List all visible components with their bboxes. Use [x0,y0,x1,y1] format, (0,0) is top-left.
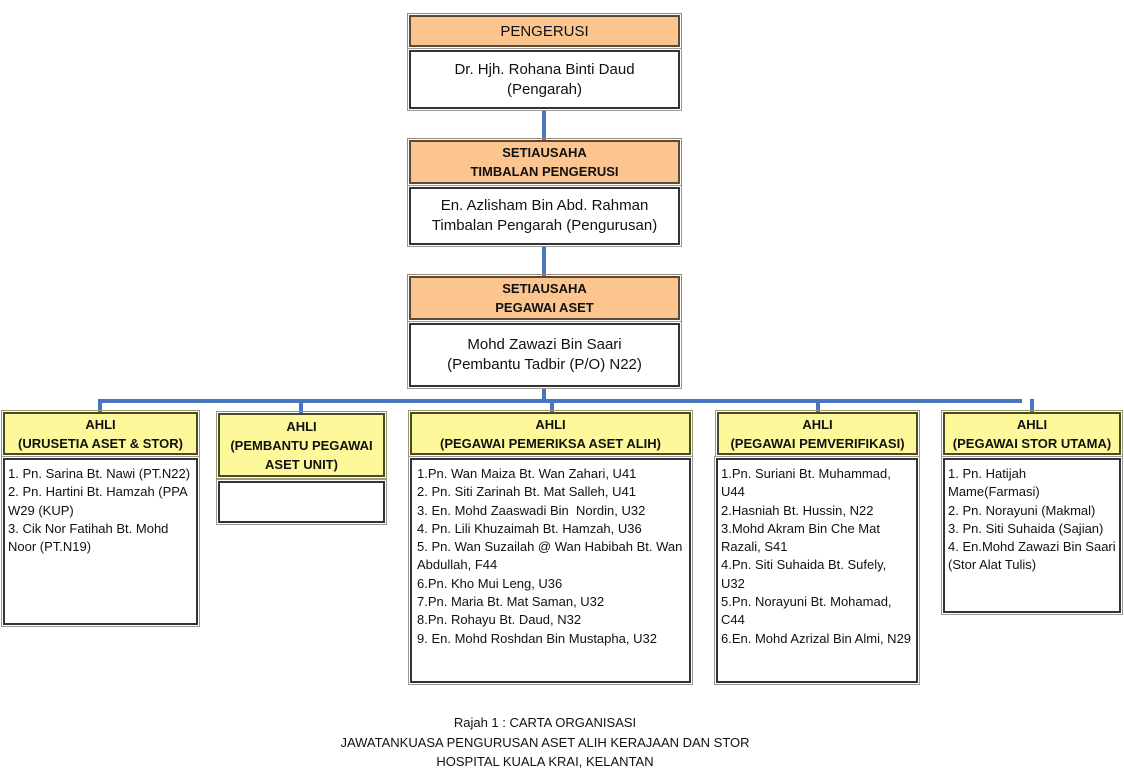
asset-officer-name: Mohd Zawazi Bin Saari [467,336,622,353]
member-3-item: 4. Pn. Lili Khuzaimah Bt. Hamzah, U36 [417,520,642,536]
deputy-title-line1: SETIAUSAHA [502,145,587,160]
member-4-title-line2: (PEGAWAI PEMVERIFIKASI) [730,435,905,451]
member-3-item: 6.Pn. Kho Mui Leng, U36 [417,575,563,591]
member-1-item: 2. Pn. Hartini Bt. Hamzah (PPA W29 (KUP) [8,484,187,518]
member-2-title-box: AHLI (PEMBANTU PEGAWAI ASET UNIT) [216,411,387,479]
chairman-name: Dr. Hjh. Rohana Binti Daud [454,60,635,78]
member-5-list: 1. Pn. Hatijah Mame(Farmasi) 2. Pn. Nora… [941,456,1123,615]
member-4-item: 5.Pn. Norayuni Bt. Mohamad, C44 [721,594,892,628]
member-5-title-line1: AHLI [1016,416,1048,432]
member-1-item: 3. Cik Nor Fatihah Bt. Mohd Noor (PT.N19… [8,520,169,555]
member-5-title-line2: (PEGAWAI STOR UTAMA) [952,435,1112,451]
member-3-item: 7.Pn. Maria Bt. Mat Saman, U32 [417,594,605,610]
deputy-name: En. Azlisham Bin Abd. Rahman [440,197,649,214]
member-4-item: 1.Pn. Suriani Bt. Muhammad, U44 [721,466,891,500]
member-2-title-line1: AHLI [286,418,317,434]
member-2-title-line2: (PEMBANTU PEGAWAI ASET UNIT) [230,437,373,472]
caption-line-3: HOSPITAL KUALA KRAI, KELANTAN [436,754,654,769]
member-4-item: 2.Hasniah Bt. Hussin, N22 [721,502,874,518]
asset-officer-title-line2: PEGAWAI ASET [495,300,594,315]
member-5-item: 4. En.Mohd Zawazi Bin Saari (Stor Alat T… [948,539,1116,573]
member-3-title-box: AHLI (PEGAWAI PEMERIKSA ASET ALIH) [408,410,693,457]
caption-line-2: JAWATANKUASA PENGURUSAN ASET ALIH KERAJA… [340,734,750,750]
member-5-title-box: AHLI (PEGAWAI STOR UTAMA) [941,410,1123,457]
member-3-list: 1.Pn. Wan Maiza Bt. Wan Zahari, U41 2. P… [408,456,693,685]
member-4-title-box: AHLI (PEGAWAI PEMVERIFIKASI) [715,410,920,457]
member-3-title-line1: AHLI [535,416,566,432]
asset-officer-title-box: SETIAUSAHA PEGAWAI ASET [407,274,682,322]
member-1-title-line1: AHLI [85,416,116,432]
connector-member-3 [550,399,554,412]
member-1-list: 1. Pn. Sarina Bt. Nawi (PT.N22) 2. Pn. H… [1,456,200,627]
deputy-title-line2: TIMBALAN PENGERUSI [470,164,619,179]
member-2-list [216,479,387,525]
caption-line-1: Rajah 1 : CARTA ORGANISASI [453,715,637,730]
asset-officer-position: (Pembantu Tadbir (P/O) N22) [447,356,642,373]
deputy-box: En. Azlisham Bin Abd. Rahman Timbalan Pe… [407,185,682,247]
chairman-box: Dr. Hjh. Rohana Binti Daud (Pengarah) [407,48,682,111]
member-4-item: 4.Pn. Siti Suhaida Bt. Sufely, U32 [721,557,887,591]
connector-chairman-deputy [542,110,546,140]
member-4-list: 1.Pn. Suriani Bt. Muhammad, U44 2.Hasnia… [714,456,920,685]
member-1-title-box: AHLI (URUSETIA ASET & STOR) [1,410,200,457]
chairman-title: PENGERUSI [500,22,589,40]
member-3-item: 5. Pn. Wan Suzailah @ Wan Habibah Bt. Wa… [417,539,683,573]
connector-asset-officer-bus [542,388,546,402]
asset-officer-title-line1: SETIAUSAHA [502,281,587,296]
member-3-item: 2. Pn. Siti Zarinah Bt. Mat Salleh, U41 [417,484,636,500]
connector-member-1 [98,399,102,412]
connector-member-4 [816,399,820,412]
member-4-item: 6.En. Mohd Azrizal Bin Almi, N29 [721,630,912,646]
member-3-item: 8.Pn. Rohayu Bt. Daud, N32 [417,612,582,628]
member-5-item: 3. Pn. Siti Suhaida (Sajian) [948,520,1104,536]
chairman-title-box: PENGERUSI [407,13,682,49]
deputy-position: Timbalan Pengarah (Pengurusan) [431,217,658,234]
asset-officer-box: Mohd Zawazi Bin Saari (Pembantu Tadbir (… [407,321,682,389]
member-4-item: 3.Mohd Akram Bin Che Mat Razali, S41 [721,520,880,555]
connector-member-5 [1030,399,1034,412]
member-3-item: 3. En. Mohd Zaaswadi Bin Nordin, U32 [417,502,646,518]
member-3-item: 9. En. Mohd Roshdan Bin Mustapha, U32 [417,630,657,646]
member-3-title-line2: (PEGAWAI PEMERIKSA ASET ALIH) [439,435,661,451]
member-5-item: 1. Pn. Hatijah Mame(Farmasi) [948,466,1040,500]
connector-deputy-asset-officer [542,246,546,276]
member-4-title-line1: AHLI [802,416,833,432]
member-1-title-line2: (URUSETIA ASET & STOR) [18,435,183,451]
member-3-item: 1.Pn. Wan Maiza Bt. Wan Zahari, U41 [417,466,637,481]
member-1-item: 1. Pn. Sarina Bt. Nawi (PT.N22) [8,466,191,481]
deputy-title-box: SETIAUSAHA TIMBALAN PENGERUSI [407,138,682,186]
figure-caption: Rajah 1 : CARTA ORGANISASI JAWATANKUASA … [0,713,1090,772]
connector-horizontal-bus [98,399,1022,403]
member-5-item: 2. Pn. Norayuni (Makmal) [948,502,1096,518]
connector-member-2 [299,399,303,413]
chairman-position: (Pengarah) [506,80,583,98]
